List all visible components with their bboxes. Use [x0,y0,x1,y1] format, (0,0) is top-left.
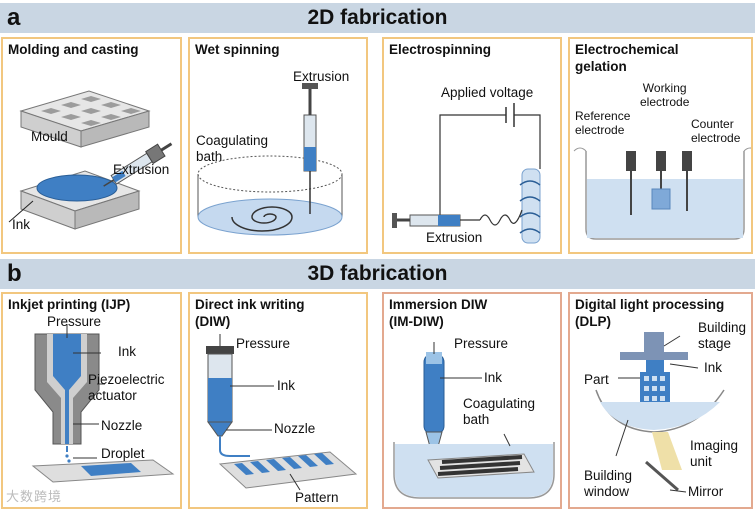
working-electrode-label: Working electrode [640,81,690,109]
panel-electrochemical-gelation: Electrochemical gelation Working electro… [568,37,753,254]
panel-wet-spinning: Wet spinning Extrusion Coagulating bath [188,37,368,254]
section-b-header: b 3D fabrication [0,259,755,289]
panel-molding-casting: Molding and casting Mould Extrusion Ink [1,37,182,254]
diw-pressure-label: Pressure [236,336,291,351]
molding-extrusion-label: Extrusion [113,162,170,177]
panel-direct-ink-writing: Direct ink writing (DIW) Pressure Ink No… [188,292,368,509]
imdiw-illustration [393,342,555,499]
diw-ink-label: Ink [277,378,296,393]
ink-label: Ink [12,217,31,232]
reference-electrode-label: Reference electrode [575,109,631,137]
dlp-stage-label: Building stage [698,320,747,351]
voltage-label: Applied voltage [441,85,534,100]
dlp-imaging-label: Imaging unit [690,438,739,469]
counter-electrode-label: Counter electrode [691,117,741,145]
electro-extrusion-label: Extrusion [426,230,483,245]
diw-nozzle-label: Nozzle [274,421,316,436]
imdiw-pressure-label: Pressure [454,336,509,351]
diw-title: Direct ink writing (DIW) [195,297,305,329]
gelation-title: Electrochemical gelation [575,42,679,74]
mould-label: Mould [31,129,68,144]
ijp-droplet-label: Droplet [101,446,145,461]
dlp-window-label: Building window [584,468,633,499]
molding-title: Molding and casting [8,42,139,57]
ijp-illustration [31,324,175,483]
wet-bath-label: Coagulating bath [196,133,269,164]
molding-illustration [8,90,173,230]
gelation-illustration [573,147,751,240]
diw-pattern-label: Pattern [295,490,339,505]
dlp-ink-label: Ink [704,360,723,375]
ijp-actuator-label: Piezoelectric actuator [88,372,165,403]
dlp-title: Digital light processing (DLP) [575,297,725,329]
panel-digital-light-processing: Digital light processing (DLP) Building … [568,292,753,509]
wet-extrusion-label: Extrusion [293,69,350,84]
section-a-header: a 2D fabrication [0,3,755,33]
ijp-title: Inkjet printing (IJP) [8,297,131,312]
wet-title: Wet spinning [195,42,280,57]
section-a-title: 2D fabrication [307,6,448,29]
dlp-part-label: Part [584,372,609,387]
ijp-ink-label: Ink [118,344,137,359]
dlp-illustration [595,332,725,493]
imdiw-title: Immersion DIW (IM-DIW) [389,297,488,329]
watermark: 大数跨境 [6,489,63,504]
panel-immersion-diw: Immersion DIW (IM-DIW) Pressure Ink Coag… [382,292,562,509]
electro-illustration [392,103,541,244]
wet-illustration [197,83,343,236]
imdiw-bath-label: Coagulating bath [463,396,536,427]
electro-title: Electrospinning [389,42,492,57]
dlp-mirror-label: Mirror [688,484,724,499]
panel-inkjet-printing: Inkjet printing (IJP) Pressure Ink Piezo… [1,292,182,509]
section-a-letter: a [7,4,21,31]
diw-illustration [206,334,358,491]
ijp-pressure-label: Pressure [47,314,102,329]
imdiw-ink-label: Ink [484,370,503,385]
section-b-title: 3D fabrication [307,262,448,285]
panel-electrospinning: Electrospinning Applied voltage Extrusio… [382,37,562,254]
ijp-nozzle-label: Nozzle [101,418,143,433]
section-b-letter: b [7,260,22,287]
